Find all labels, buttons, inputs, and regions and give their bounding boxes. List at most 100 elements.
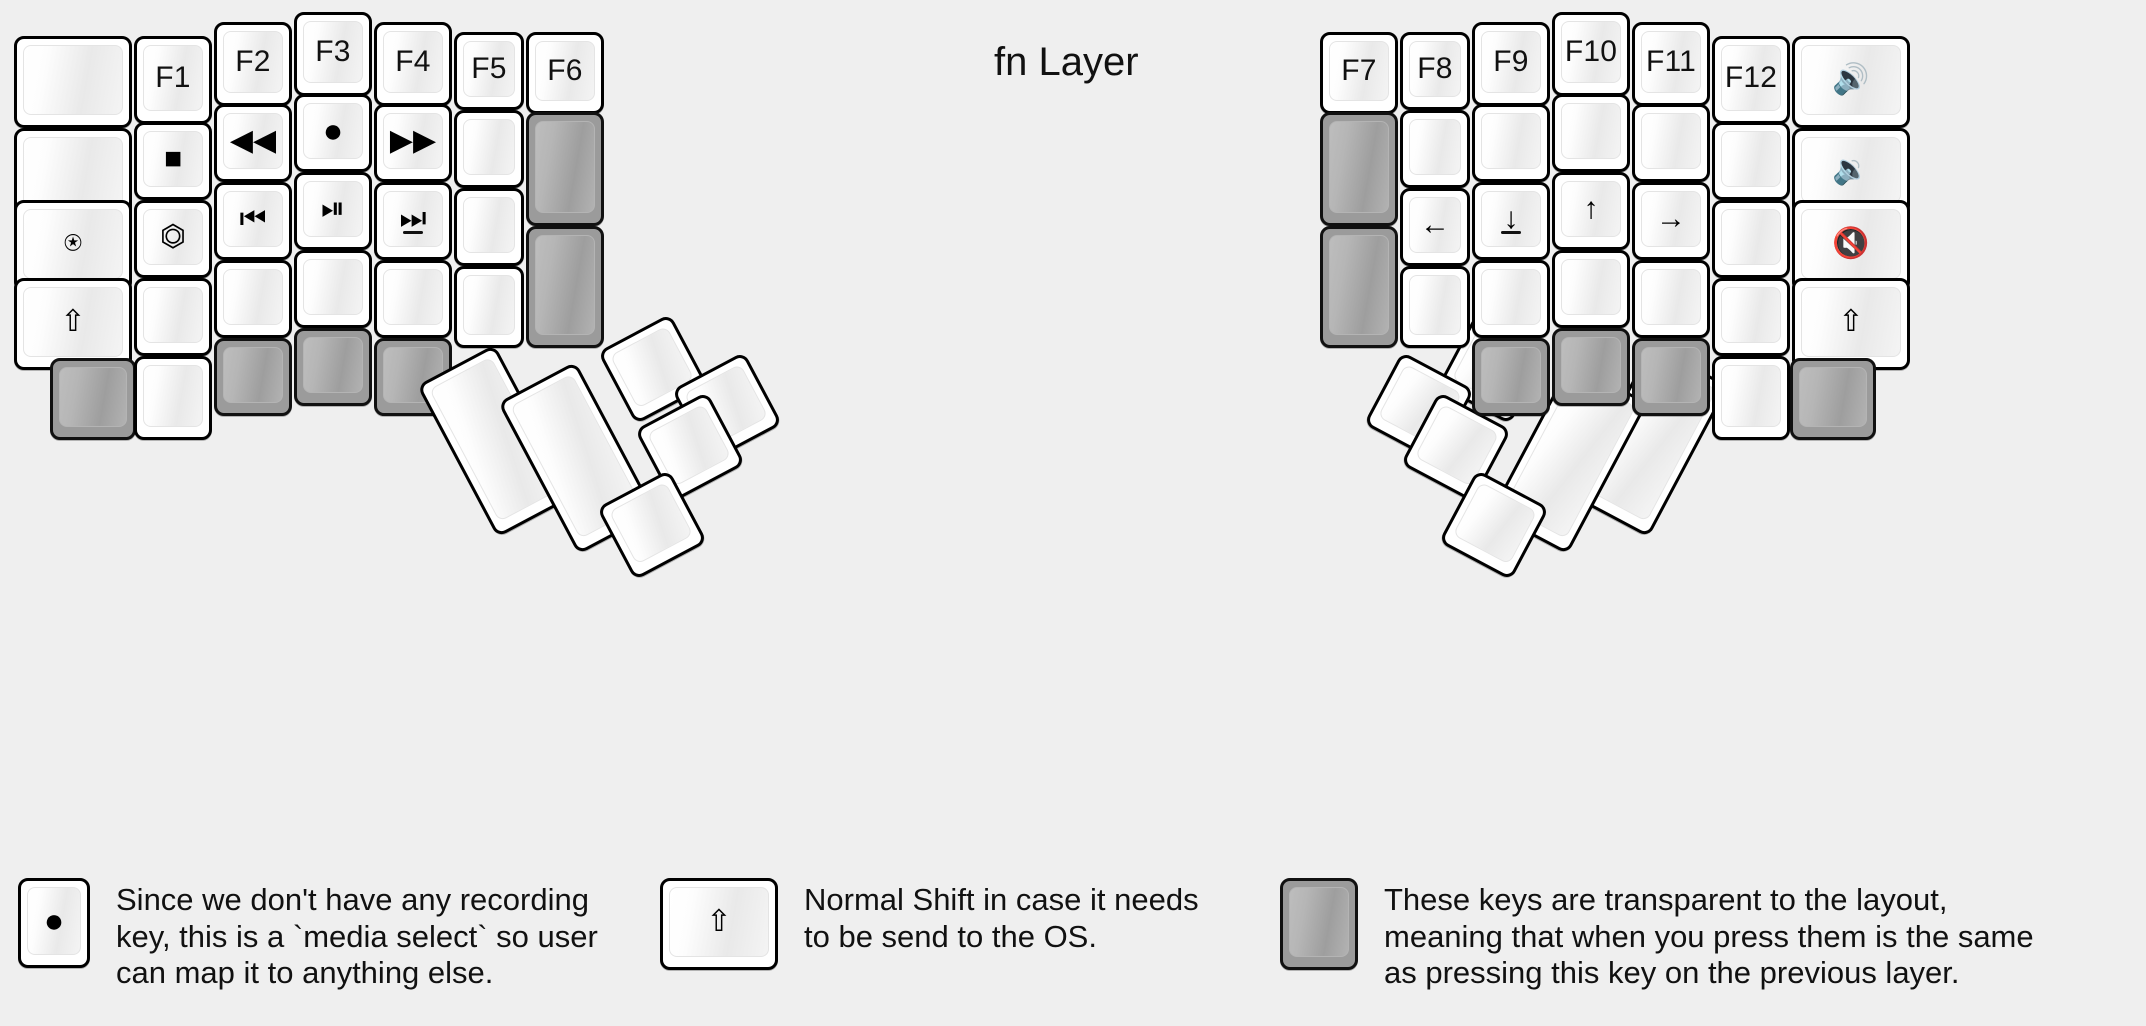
key-f4[interactable]: F4 <box>374 22 452 106</box>
key-f6-transparent-1[interactable] <box>526 112 604 226</box>
arrow-left-icon: ← <box>1420 208 1450 241</box>
key-face <box>303 259 363 315</box>
key-f1[interactable]: F1 <box>134 36 212 124</box>
key-label: F10 <box>1564 35 1618 68</box>
key-f7-transparent-2[interactable] <box>1320 226 1398 348</box>
key-f6-transparent-2[interactable] <box>526 226 604 348</box>
key-f9-r2[interactable] <box>1472 104 1550 182</box>
key-f11-r4[interactable] <box>1632 260 1710 338</box>
key-f2[interactable]: F2 <box>214 22 292 106</box>
key-face <box>1289 887 1349 957</box>
key-f12-r2[interactable] <box>1712 122 1790 200</box>
key-rewind[interactable]: ◀◀ <box>214 104 292 182</box>
key-left-shift[interactable]: ⇧ <box>14 278 132 370</box>
legend-item-transparent: These keys are transparent to the layout… <box>1280 878 2130 992</box>
key-f10-r2[interactable] <box>1552 94 1630 172</box>
key-face: ⇧ <box>669 887 769 957</box>
key-f12-r3[interactable] <box>1712 200 1790 278</box>
play-pause-icon: ⏯ <box>321 192 345 225</box>
key-stop[interactable]: ■ <box>134 122 212 200</box>
key-f11-r2[interactable] <box>1632 104 1710 182</box>
key-volume-up[interactable]: 🔊 <box>1792 36 1910 128</box>
key-f8[interactable]: F8 <box>1400 32 1470 110</box>
key-f9-r4[interactable] <box>1472 260 1550 338</box>
key-face: 🔊 <box>1801 45 1901 115</box>
key-f8-r2[interactable] <box>1400 110 1470 188</box>
key-label: F11 <box>1645 45 1697 78</box>
key-f8-r4[interactable] <box>1400 266 1470 348</box>
key-face <box>463 275 515 335</box>
legend-key-transparent <box>1280 878 1358 970</box>
key-f5-r4[interactable] <box>454 266 524 348</box>
key-face: ⏮ <box>223 191 283 247</box>
key-face: → <box>1641 191 1701 247</box>
key-face: ↑ <box>1561 181 1621 237</box>
key-left-outer-r1[interactable] <box>14 36 132 128</box>
key-f5-r3[interactable] <box>454 188 524 266</box>
key-volume-mute[interactable]: 🔇 <box>1792 200 1910 292</box>
key-prev-track[interactable]: ⏮ <box>214 182 292 260</box>
key-face <box>1561 103 1621 159</box>
rewind-icon: ◀◀ <box>229 124 277 157</box>
record-icon: ● <box>322 112 344 150</box>
volume-up-icon: 🔊 <box>1832 63 1870 96</box>
key-face <box>1409 275 1461 335</box>
key-f3[interactable]: F3 <box>294 12 372 96</box>
key-f2-r4[interactable] <box>214 260 292 338</box>
key-f6[interactable]: F6 <box>526 32 604 114</box>
key-eject[interactable]: ⏣ <box>134 200 212 278</box>
key-play-pause[interactable]: ⏯ <box>294 172 372 250</box>
key-next-track[interactable]: ⏭ <box>374 182 452 260</box>
key-left-caps-lock[interactable]: ⍟ <box>14 200 132 292</box>
key-f3-r4[interactable] <box>294 250 372 328</box>
key-f7-transparent-1[interactable] <box>1320 112 1398 226</box>
key-f9[interactable]: F9 <box>1472 22 1550 106</box>
key-face <box>1721 287 1781 343</box>
key-f12-r5[interactable] <box>1712 356 1790 440</box>
key-label: F12 <box>1724 61 1778 94</box>
legend-text: These keys are transparent to the layout… <box>1384 882 2034 991</box>
key-f1-r5[interactable] <box>134 356 212 440</box>
key-f4-r4[interactable] <box>374 260 452 338</box>
key-right-outer-transparent[interactable] <box>1790 358 1876 440</box>
key-right-shift[interactable]: ⇧ <box>1792 278 1910 370</box>
key-face: F6 <box>535 41 595 101</box>
key-face <box>143 365 203 427</box>
key-left-outer-transparent[interactable] <box>50 358 136 440</box>
key-face <box>463 119 515 175</box>
stop-icon: ■ <box>163 142 183 175</box>
key-arrow-up[interactable]: ↑ <box>1552 172 1630 250</box>
key-f5[interactable]: F5 <box>454 32 524 110</box>
key-f1-r4[interactable] <box>134 278 212 356</box>
key-face: F3 <box>303 21 363 83</box>
volume-down-icon: 🔉 <box>1832 153 1870 186</box>
key-f10[interactable]: F10 <box>1552 12 1630 96</box>
key-face <box>1561 337 1621 393</box>
key-f10-transparent[interactable] <box>1552 328 1630 406</box>
shift-icon: ⇧ <box>706 905 732 938</box>
key-f10-r4[interactable] <box>1552 250 1630 328</box>
key-f5-r2[interactable] <box>454 110 524 188</box>
key-f7[interactable]: F7 <box>1320 32 1398 114</box>
legend: ● Since we don't have any recording key,… <box>0 878 2146 1026</box>
key-f12-r4[interactable] <box>1712 278 1790 356</box>
key-f3-transparent[interactable] <box>294 328 372 406</box>
key-f2-transparent[interactable] <box>214 338 292 416</box>
key-f12[interactable]: F12 <box>1712 36 1790 124</box>
key-arrow-left[interactable]: ← <box>1400 188 1470 266</box>
key-f11[interactable]: F11 <box>1632 22 1710 106</box>
key-fast-forward[interactable]: ▶▶ <box>374 104 452 182</box>
key-f11-transparent[interactable] <box>1632 338 1710 416</box>
key-record[interactable]: ● <box>294 94 372 172</box>
key-f9-transparent[interactable] <box>1472 338 1550 416</box>
key-label: F8 <box>1417 52 1453 85</box>
key-arrow-right[interactable]: → <box>1632 182 1710 260</box>
key-label: F9 <box>1493 45 1529 78</box>
key-face <box>303 337 363 393</box>
key-arrow-down[interactable]: ↓ <box>1472 182 1550 260</box>
key-face <box>1561 259 1621 315</box>
key-label: F7 <box>1341 54 1377 87</box>
key-face: ⍟ <box>23 209 123 279</box>
key-face <box>1799 367 1867 427</box>
